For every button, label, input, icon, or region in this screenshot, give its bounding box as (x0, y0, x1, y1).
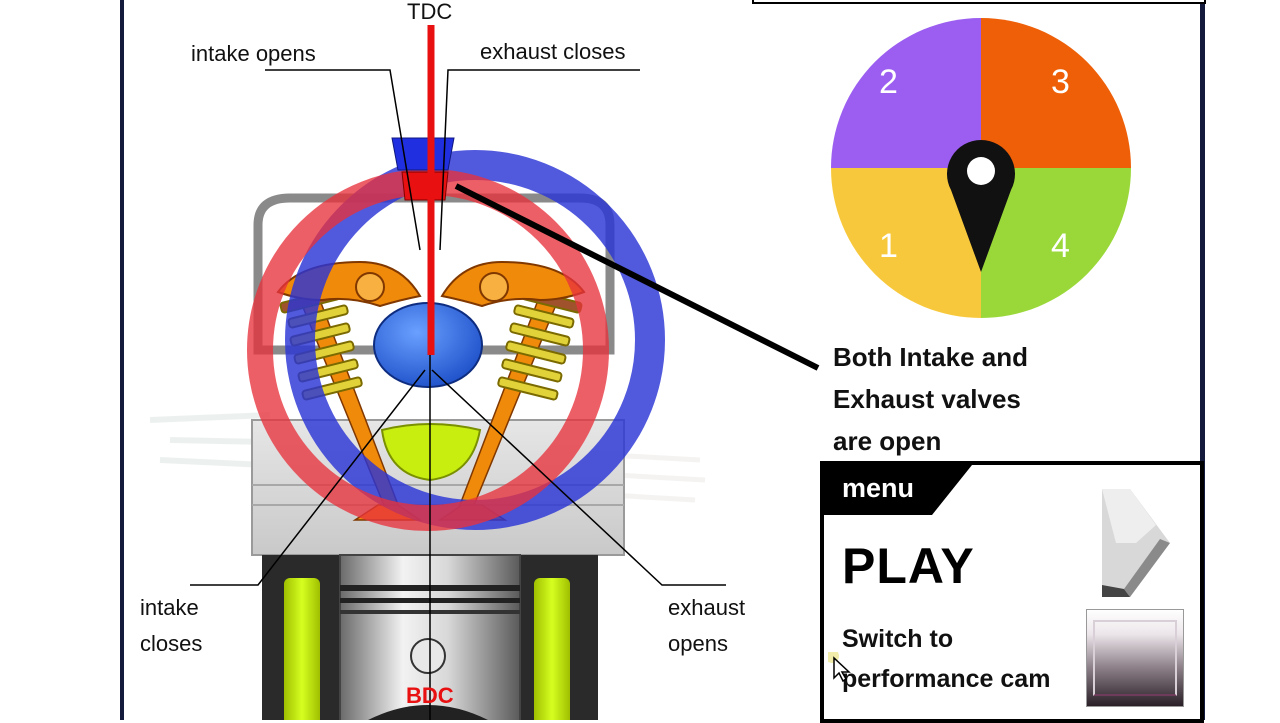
dial-quadrant-2 (831, 18, 981, 168)
menu-tab[interactable]: menu (824, 465, 972, 515)
cylinder-walls (262, 555, 598, 720)
tdc-label: TDC (407, 0, 453, 24)
mouse-cursor-icon (828, 652, 851, 682)
menu-tab-label: menu (842, 473, 915, 503)
caption-line-1: Both Intake and (833, 342, 1029, 372)
caption-line-2: Exhaust valves (833, 384, 1021, 414)
dial-quadrant-1 (831, 168, 981, 318)
bdc-label: BDC (406, 683, 454, 708)
intake-closes-label-line1: intake (140, 595, 199, 620)
menu-panel: menu PLAY Switch to performance cam (820, 461, 1204, 723)
dial-quadrant-3 (981, 18, 1131, 168)
exhaust-closes-label: exhaust closes (480, 39, 626, 64)
dial-number-3: 3 (1051, 63, 1070, 101)
valve-state-caption: Both Intake and Exhaust valves are open (833, 336, 1173, 462)
leader-lines (190, 69, 726, 586)
play-button[interactable]: PLAY (842, 538, 975, 594)
exhaust-valve-spring (497, 288, 583, 401)
dial-number-4: 4 (1051, 227, 1070, 265)
timing-dial (831, 18, 1131, 318)
switch-cam-line-1: Switch to (842, 625, 954, 653)
cam-toggle-button-face (1093, 620, 1177, 696)
cam-toggle-button[interactable] (1086, 609, 1184, 707)
intake-opens-label: intake opens (191, 41, 316, 66)
frame-left-border (120, 0, 124, 720)
frame-right-border (1200, 0, 1205, 720)
top-panel-edge (752, 0, 1206, 4)
switch-cam-line-2: performance cam (842, 665, 1051, 693)
caption-pointer (454, 183, 820, 371)
exhaust-opens-label-line1: exhaust (668, 595, 746, 620)
switch-cam-button[interactable]: Switch to performance cam (842, 619, 1092, 699)
map-pin-icon (947, 139, 1016, 272)
caption-line-3: are open (833, 426, 942, 456)
intake-closes-label-line2: closes (140, 631, 203, 656)
exhaust-opens-label-line2: opens (668, 631, 728, 656)
dial-number-1: 1 (879, 227, 898, 265)
dial-quadrant-4 (981, 168, 1131, 318)
dial-number-2: 2 (879, 63, 898, 101)
exhaust-rocker-arm (440, 260, 586, 308)
play-arrow-icon[interactable] (1096, 485, 1176, 605)
